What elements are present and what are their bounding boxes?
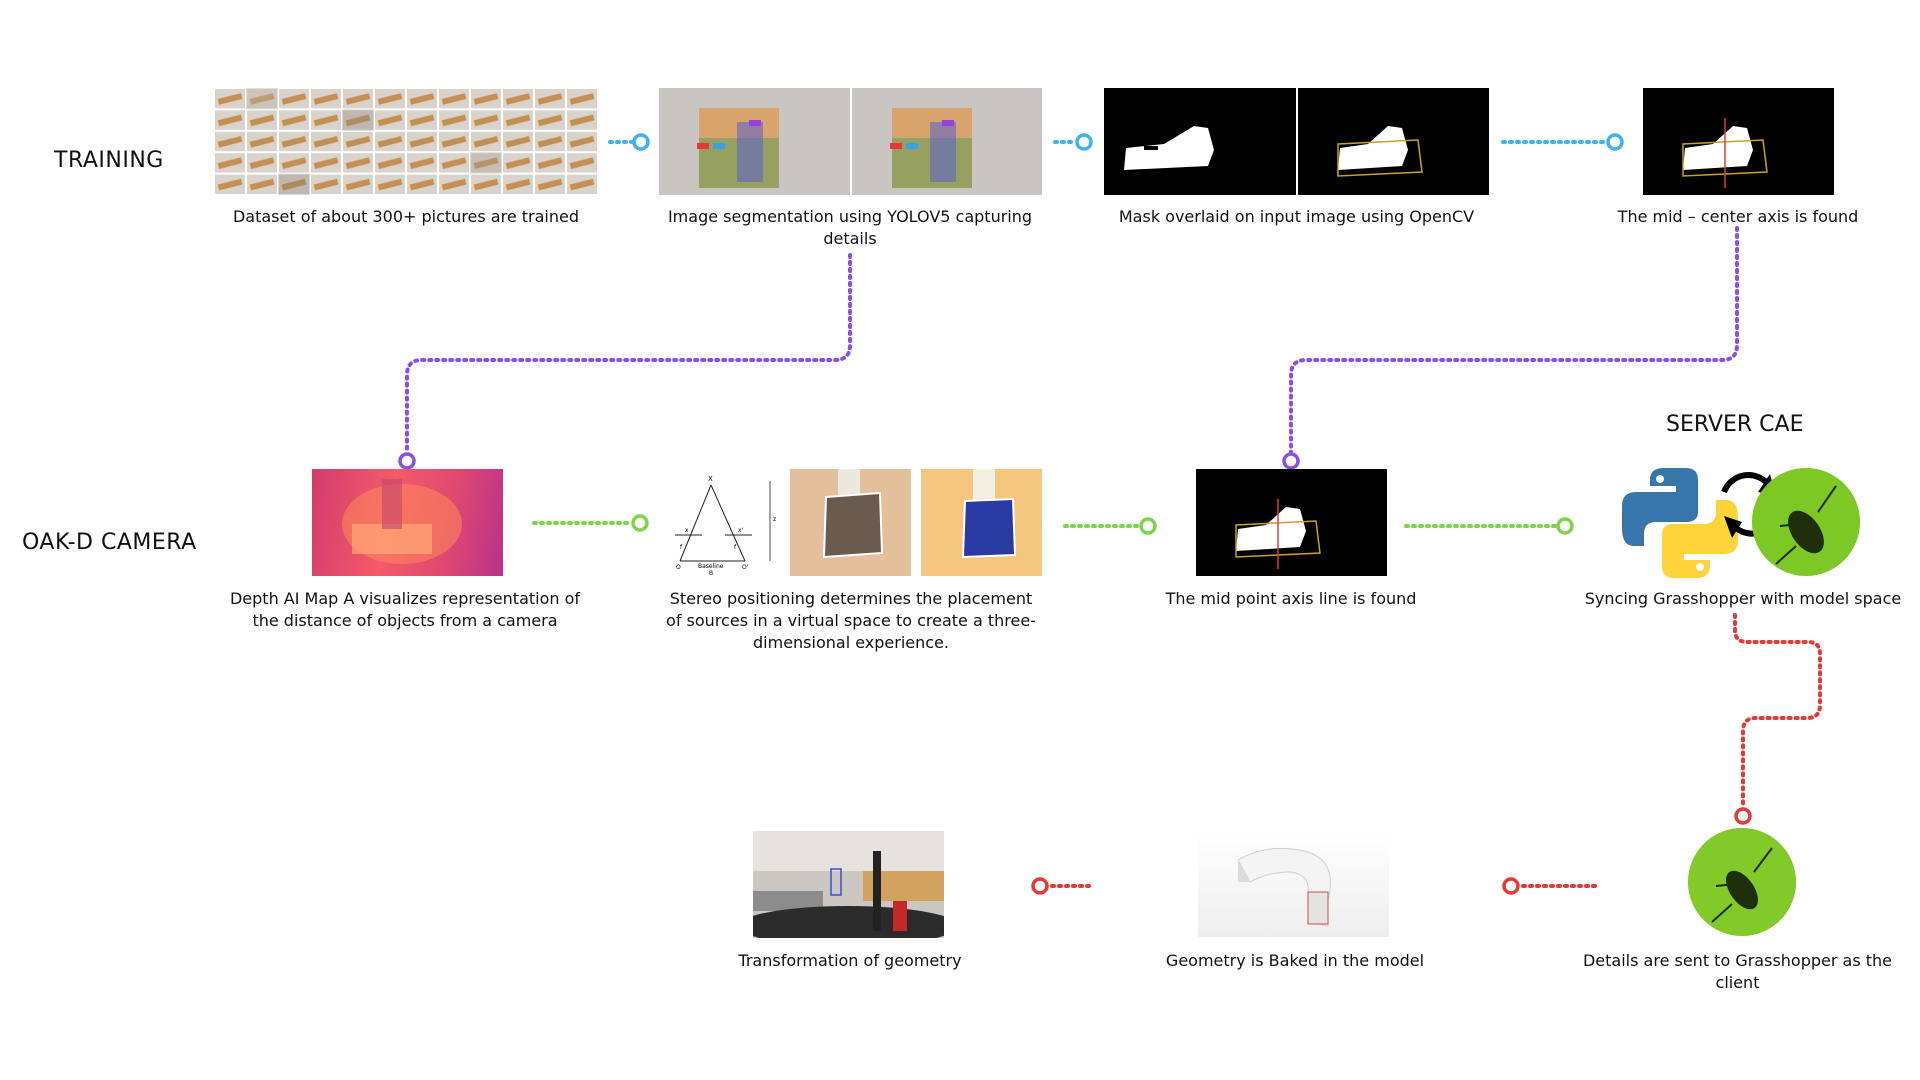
python-icon bbox=[1622, 468, 1738, 578]
stereo-left-origin-label: O bbox=[676, 564, 681, 571]
training-row-label: TRAINING bbox=[54, 148, 164, 173]
mid-point-axis-image bbox=[1196, 469, 1387, 576]
stereo-geometry-diagram: X x x' f f O O' Baseline B z bbox=[660, 469, 780, 576]
connector-purple-1 bbox=[405, 253, 852, 454]
caption-baked: Geometry is Baked in the model bbox=[1165, 951, 1425, 970]
baked-geometry-image bbox=[1198, 830, 1389, 937]
stereo-baseline-label: Baseline bbox=[698, 563, 724, 570]
caption-transformation: Transformation of geometry bbox=[738, 951, 962, 970]
node-blue-2 bbox=[1075, 133, 1093, 151]
stereo-depth-label: z bbox=[773, 516, 776, 523]
connector-purple-2 bbox=[1289, 226, 1739, 454]
transformation-image bbox=[753, 831, 944, 938]
mid-center-axis-image bbox=[1643, 88, 1834, 195]
segmentation-image-2 bbox=[852, 88, 1042, 195]
node-purple-1 bbox=[398, 452, 416, 470]
caption-segmentation: Image segmentation using YOLOV5 capturin… bbox=[667, 207, 1033, 248]
caption-mid-point: The mid point axis line is found bbox=[1165, 589, 1417, 608]
node-red-1 bbox=[1734, 807, 1752, 825]
node-red-3 bbox=[1031, 877, 1049, 895]
stereo-baseline-symbol: B bbox=[709, 570, 713, 576]
node-green-2 bbox=[1139, 517, 1157, 535]
caption-mask: Mask overlaid on input image using OpenC… bbox=[1118, 207, 1475, 226]
stereo-right-point-label: x' bbox=[738, 527, 744, 534]
segmentation-image-1 bbox=[659, 88, 850, 195]
stereo-left-focal-label: f bbox=[680, 544, 683, 551]
stereo-apex-label: X bbox=[708, 475, 713, 483]
node-blue-3 bbox=[1606, 133, 1624, 151]
server-sync-icons bbox=[1620, 466, 1860, 580]
caption-depth: Depth AI Map A visualizes representation… bbox=[229, 589, 581, 630]
connector-red-1 bbox=[1733, 613, 1822, 810]
camera-row-label: OAK-D CAMERA bbox=[22, 530, 197, 555]
caption-details-sent: Details are sent to Grasshopper as the c… bbox=[1582, 951, 1893, 992]
mask-image-2 bbox=[1298, 88, 1489, 195]
stereo-right-focal-label: f bbox=[734, 544, 737, 551]
caption-mid-center: The mid – center axis is found bbox=[1617, 207, 1859, 226]
mask-image-1 bbox=[1104, 88, 1296, 195]
stereo-right-origin-label: O' bbox=[742, 564, 749, 571]
caption-syncing: Syncing Grasshopper with model space bbox=[1584, 589, 1902, 608]
dataset-thumbnail-grid bbox=[214, 88, 598, 195]
server-title: SERVER CAE bbox=[1666, 412, 1804, 437]
node-purple-2 bbox=[1282, 452, 1300, 470]
stereo-left-point-label: x bbox=[685, 527, 689, 534]
node-green-3 bbox=[1556, 517, 1574, 535]
node-red-2 bbox=[1502, 877, 1520, 895]
caption-dataset: Dataset of about 300+ pictures are train… bbox=[232, 207, 580, 226]
grasshopper-icon bbox=[1752, 468, 1860, 576]
caption-stereo: Stereo positioning determines the placem… bbox=[666, 589, 1036, 652]
depth-map-image bbox=[312, 469, 503, 576]
grasshopper-client-icon bbox=[1688, 828, 1796, 936]
stereo-photo-2 bbox=[921, 469, 1042, 576]
node-green-1 bbox=[631, 514, 649, 532]
node-blue-1 bbox=[632, 133, 650, 151]
stereo-photo-1 bbox=[790, 469, 911, 576]
